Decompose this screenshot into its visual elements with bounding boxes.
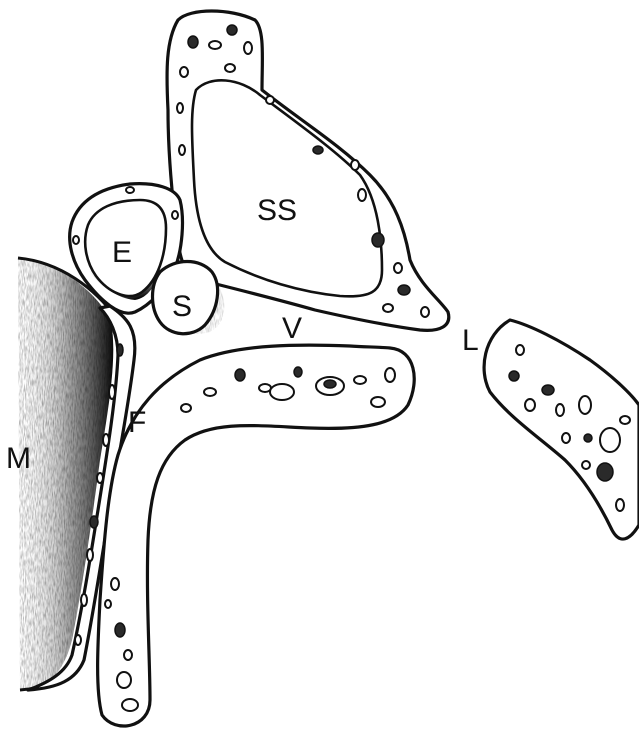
bone-pore (562, 433, 570, 443)
bone-pore (122, 699, 138, 711)
bone-pore (358, 189, 366, 201)
label-v: V (282, 312, 302, 345)
bone-pore (270, 384, 294, 400)
bone-pore (209, 41, 221, 49)
bone-pore (398, 285, 410, 295)
bone-pore (421, 307, 429, 317)
label-m: M (6, 442, 31, 475)
bone-pore (179, 145, 185, 155)
bone-pore (266, 96, 274, 104)
bone-pore (90, 516, 98, 528)
bone-pore (227, 25, 237, 35)
bone-pore (75, 635, 81, 645)
bone-pore (371, 397, 385, 407)
bone-pore (204, 388, 216, 396)
bone-pore (582, 461, 590, 469)
label-ss: SS (257, 194, 297, 227)
bone-pore (597, 463, 613, 481)
bone-pore (294, 367, 302, 377)
bone-pore (516, 345, 524, 355)
bone-pore (579, 396, 591, 414)
bone-pore (81, 594, 87, 606)
bone-pore (385, 368, 395, 382)
bone-pore (172, 211, 178, 219)
bone-pore (584, 434, 592, 442)
bone-pore (509, 371, 519, 381)
bone-pore (117, 672, 131, 688)
bone-pore (394, 263, 402, 273)
bone-pore (542, 385, 554, 395)
label-s: S (172, 290, 192, 323)
bone-pore (109, 385, 115, 399)
bone-pore (616, 499, 624, 511)
bone-pore (177, 103, 183, 113)
bone-pore (97, 473, 103, 483)
bone-pore (117, 344, 123, 356)
bone-pore (180, 67, 188, 77)
bone-pore (126, 187, 134, 193)
bone-pore (73, 236, 79, 244)
bone-pore (115, 623, 125, 637)
bone-pore (87, 549, 93, 561)
bone-pore (188, 36, 198, 48)
bone-pore (383, 304, 393, 312)
bone-pore (124, 650, 132, 660)
bone-pore (556, 404, 564, 416)
bone-pore (600, 428, 620, 452)
bone-pore (372, 233, 384, 247)
bone-lower-stem-outline (98, 345, 415, 726)
bone-l (484, 320, 639, 539)
bone-pore (235, 369, 245, 381)
bone-pore (244, 42, 252, 54)
bone-pore (225, 64, 235, 72)
bone-pore (313, 146, 323, 154)
bone-pore (620, 416, 630, 424)
bone-pore (105, 600, 111, 608)
bone-pore (351, 160, 359, 170)
bone-pore (103, 434, 109, 446)
bone-pore (111, 578, 119, 590)
label-f: F (128, 406, 146, 439)
bone-pore (525, 399, 535, 411)
bone-pore (181, 404, 191, 412)
label-l: L (462, 324, 479, 357)
bone-lower-stem (98, 345, 415, 726)
bone-pore (324, 380, 336, 388)
label-e: E (112, 236, 132, 269)
bone-pore (354, 376, 366, 384)
